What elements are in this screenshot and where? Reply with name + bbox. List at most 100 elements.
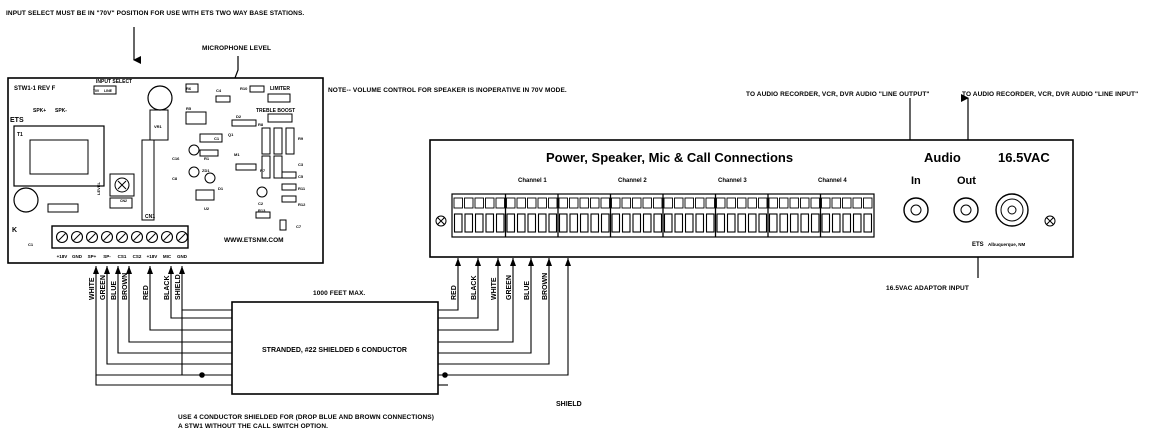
wire-label-left: BROWN xyxy=(122,273,129,300)
power-jack-icon xyxy=(995,193,1029,227)
terminal-clamp xyxy=(495,213,505,233)
terminal-clamp xyxy=(506,213,516,233)
terminal-clamp xyxy=(674,213,684,233)
wire-left xyxy=(128,266,232,343)
terminal-clamp xyxy=(852,213,862,233)
wire-right xyxy=(438,258,532,354)
svg-text:TREBLE BOOST: TREBLE BOOST xyxy=(256,108,295,114)
panel-title: Power, Speaker, Mic & Call Connections xyxy=(546,150,793,165)
terminal-screw-icon xyxy=(145,230,159,244)
svg-text:R11: R11 xyxy=(298,186,306,191)
svg-text:C1: C1 xyxy=(28,242,34,247)
terminal-clamp xyxy=(611,213,621,233)
terminal-slot xyxy=(726,197,736,209)
terminal-clamp xyxy=(516,213,526,233)
wire-label-left: BLUE xyxy=(111,281,118,300)
audio-label: Audio xyxy=(924,150,961,165)
terminal-slot xyxy=(600,197,610,209)
maker-label: ETS xyxy=(972,242,984,248)
terminal-slot xyxy=(663,197,673,209)
terminal-slot xyxy=(611,197,621,209)
mount-screw-right-icon xyxy=(1044,215,1056,227)
wire-left xyxy=(149,266,232,331)
in-label: In xyxy=(911,175,921,187)
terminal-slot xyxy=(516,197,526,209)
svg-text:K: K xyxy=(12,227,17,234)
level-pot-icon xyxy=(114,177,130,193)
board-model: STW1-1 REV F xyxy=(14,86,56,92)
terminal-clamp xyxy=(821,213,831,233)
wire-right xyxy=(438,258,550,365)
terminal-slot xyxy=(590,197,600,209)
terminal-label: GND xyxy=(177,254,188,259)
website-label: WWW.ETSNM.COM xyxy=(224,237,284,244)
svg-text:R5: R5 xyxy=(186,106,192,111)
mount-screw-left-icon xyxy=(435,215,447,227)
terminal-slot xyxy=(684,197,694,209)
terminal-slot xyxy=(642,197,652,209)
svg-text:R7: R7 xyxy=(260,168,266,173)
channel-label: Channel 3 xyxy=(718,178,747,184)
terminal-clamp xyxy=(684,213,694,233)
wire-right xyxy=(438,258,479,319)
svg-text:LINE: LINE xyxy=(104,89,113,93)
terminal-slot xyxy=(527,197,537,209)
terminal-label: CS1 xyxy=(118,254,127,259)
terminal-clamp xyxy=(653,213,663,233)
terminal-clamp xyxy=(831,213,841,233)
terminal-clamp xyxy=(527,213,537,233)
terminal-clamp xyxy=(737,213,747,233)
terminal-clamp xyxy=(842,213,852,233)
terminal-slot xyxy=(632,197,642,209)
stw1-circuit-board: STW1-1 REV F ETS INPUT SELECT 70V LINE S… xyxy=(7,77,324,264)
svg-text:D2: D2 xyxy=(236,114,242,119)
svg-text:R13: R13 xyxy=(258,208,266,213)
wire-label-left: BLACK xyxy=(164,276,171,301)
channel-label: Channel 4 xyxy=(818,178,847,184)
terminal-screw-icon xyxy=(175,230,189,244)
terminal-screw-icon xyxy=(70,230,84,244)
terminal-slot xyxy=(474,197,484,209)
terminal-slot xyxy=(695,197,705,209)
terminal-clamp xyxy=(716,213,726,233)
terminal-slot xyxy=(579,197,589,209)
wire-left xyxy=(117,266,232,354)
terminal-clamp xyxy=(642,213,652,233)
terminal-slot xyxy=(548,197,558,209)
board-brand: ETS xyxy=(10,117,24,124)
terminal-clamp xyxy=(453,213,463,233)
terminal-slot xyxy=(831,197,841,209)
cn1-header xyxy=(141,139,155,221)
electrolytic-capacitor-icon xyxy=(147,85,173,111)
terminal-clamp xyxy=(474,213,484,233)
power-label: 16.5VAC xyxy=(998,150,1050,165)
terminal-slot xyxy=(716,197,726,209)
wire-right xyxy=(438,258,514,343)
terminal-slot xyxy=(653,197,663,209)
input-select-note: INPUT SELECT MUST BE IN "70V" POSITION F… xyxy=(6,10,305,17)
terminal-slot xyxy=(506,197,516,209)
feet-max-label: 1000 FEET MAX. xyxy=(313,290,366,297)
svg-text:LEVEL: LEVEL xyxy=(96,182,101,195)
svg-text:C1: C1 xyxy=(214,136,220,141)
svg-text:SPK+: SPK+ xyxy=(33,108,46,114)
terminal-label: MIC xyxy=(163,254,172,259)
cn2-connector xyxy=(109,197,133,209)
svg-text:R9: R9 xyxy=(298,136,304,141)
terminal-slot xyxy=(737,197,747,209)
terminal-clamp xyxy=(768,213,778,233)
terminal-slot xyxy=(674,197,684,209)
location-label: Albuquerque, NM xyxy=(988,242,1025,247)
wire-label-left: WHITE xyxy=(89,277,96,300)
terminal-slot xyxy=(747,197,757,209)
base-station-panel: Power, Speaker, Mic & Call Connections A… xyxy=(429,139,1074,258)
bottom-note-line-2: A STW1 WITHOUT THE CALL SWITCH OPTION. xyxy=(178,423,329,430)
terminal-clamp xyxy=(600,213,610,233)
wire-label-right: BLUE xyxy=(524,281,531,300)
svg-text:70V: 70V xyxy=(93,89,100,93)
terminal-slot xyxy=(863,197,873,209)
terminal-slot xyxy=(768,197,778,209)
wire-right xyxy=(438,258,499,331)
terminal-slot xyxy=(485,197,495,209)
